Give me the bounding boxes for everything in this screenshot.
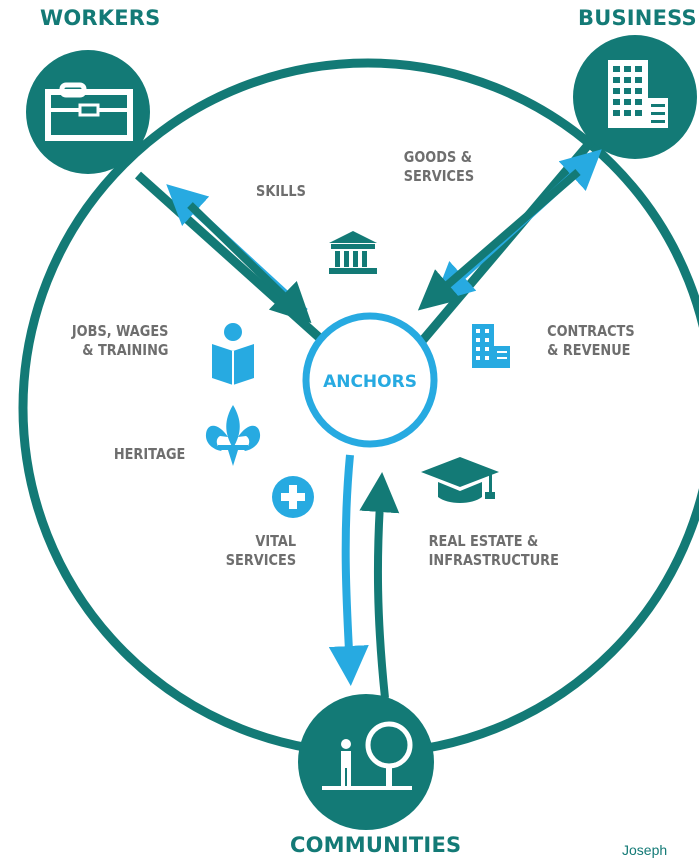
anchors-label: ANCHORS: [323, 372, 417, 392]
institution-building-icon: [329, 231, 377, 274]
communities-node: [298, 694, 434, 830]
skills-label: SKILLS: [256, 182, 306, 200]
communities-title: COMMUNITIES: [290, 833, 462, 857]
contracts-arrow: [417, 168, 581, 311]
reader-icon: [212, 323, 254, 385]
vital-services-arrow: [328, 454, 369, 686]
business-title: BUSINESS: [578, 6, 697, 30]
photo-credit: Joseph: [622, 842, 668, 858]
jobs-arrow: [187, 202, 312, 324]
heritage-label: HERITAGE: [113, 445, 186, 463]
briefcase-icon: [45, 82, 133, 141]
real-estate-arrow: [359, 472, 400, 699]
real-estate-infrastructure-label: REAL ESTATE & INFRASTRUCTURE: [428, 532, 559, 569]
contracts-revenue-label: CONTRACTS & REVENUE: [547, 322, 635, 359]
person-and-tree-icon: [322, 721, 413, 790]
office-building-icon: [608, 60, 668, 128]
fleur-de-lis-icon: [205, 405, 261, 466]
workers-title: WORKERS: [40, 6, 161, 30]
vital-services-label: VITAL SERVICES: [225, 532, 297, 569]
office-building-icon: [472, 324, 510, 368]
graduation-cap-icon: [421, 457, 499, 503]
medical-cross-icon: [272, 476, 314, 518]
anchors-hub: [302, 312, 438, 448]
jobs-wages-training-label: JOBS, WAGES & TRAINING: [71, 322, 169, 359]
goods-services-label: GOODS & SERVICES: [403, 148, 475, 185]
